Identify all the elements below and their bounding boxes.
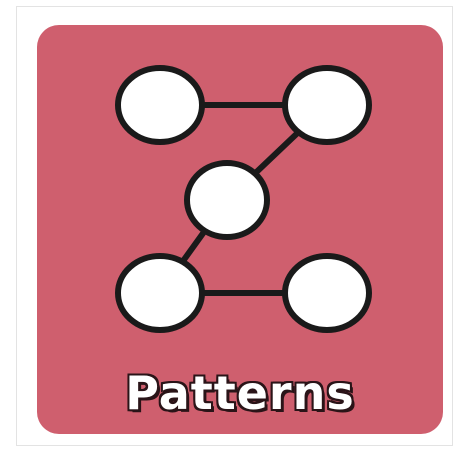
node-center bbox=[184, 160, 270, 240]
app-label: Patterns bbox=[125, 366, 355, 420]
pattern-graph-icon bbox=[115, 65, 372, 333]
node-top-left bbox=[115, 65, 205, 145]
node-bottom-left bbox=[115, 253, 205, 333]
node-top-right bbox=[282, 65, 372, 145]
node-bottom-right bbox=[282, 253, 372, 333]
patterns-app-icon[interactable]: Patterns bbox=[37, 25, 443, 434]
